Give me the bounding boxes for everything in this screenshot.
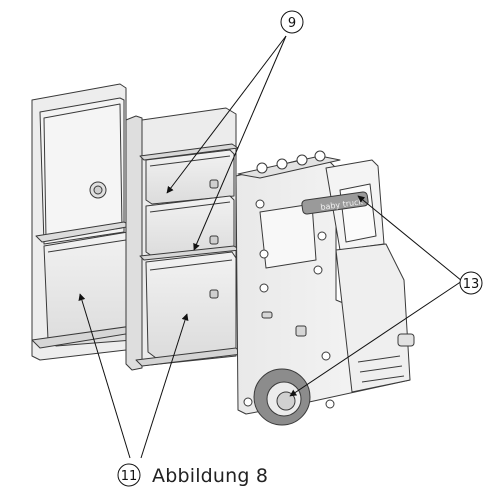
callout-arrows [78,35,463,459]
left-cabinet [31,83,139,361]
wheel [253,368,311,426]
label-plate: baby truck [301,191,369,215]
callout-11-label: 11 [121,469,138,484]
callout-9: 9 [280,10,304,34]
truck-cab [235,150,415,415]
arrow-11-b [140,313,189,459]
middle-cabinet [125,107,243,371]
callout-11: 11 [117,463,141,487]
arrow-9-b [193,35,287,251]
figure-caption: Abbildung 8 [152,465,269,487]
arrow-11-a [78,293,131,459]
callout-13: 13 [459,271,483,295]
callout-9-label: 9 [288,16,296,31]
callout-13-label: 13 [463,277,480,292]
arrow-13-a [357,195,463,282]
arrow-13-b [289,280,463,397]
arrow-9-a [166,35,287,194]
